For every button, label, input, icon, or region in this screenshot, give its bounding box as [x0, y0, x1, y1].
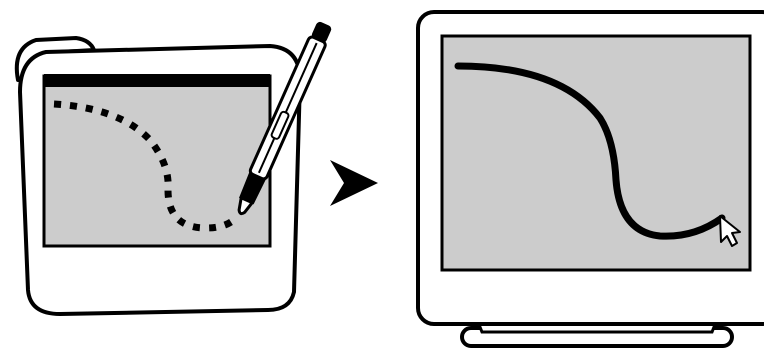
tablet-active-area	[44, 76, 270, 246]
monitor	[418, 12, 764, 346]
tablet-top-bar	[44, 74, 270, 87]
monitor-screen	[442, 36, 750, 270]
right-arrow-icon	[330, 160, 378, 206]
